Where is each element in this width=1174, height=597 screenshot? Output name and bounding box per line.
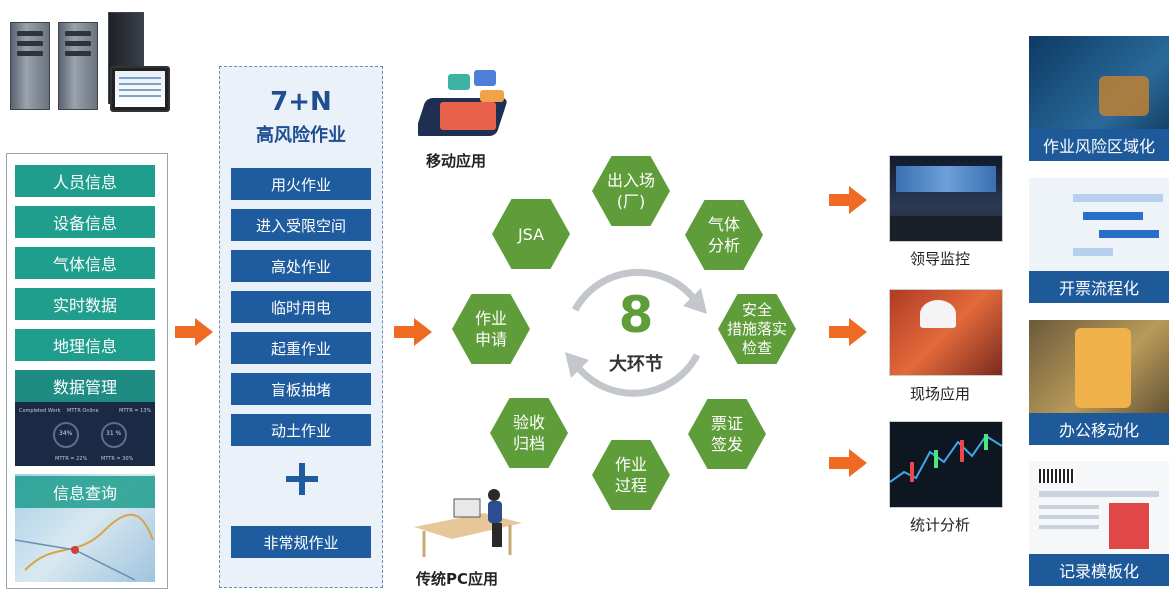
map-thumbnail: 信息查询 (15, 474, 155, 582)
cycle-arrows-icon (565, 268, 707, 397)
work-type-height[interactable]: 高处作业 (231, 250, 371, 282)
source-item-realtime[interactable]: 实时数据 (15, 288, 155, 320)
flow-arrow-icon (829, 318, 867, 346)
feature-tile-record-template[interactable]: 记录模板化 (1029, 461, 1169, 586)
feature-label: 作业风险区域化 (1029, 129, 1169, 161)
step-safety-check[interactable]: 安全 措施落实 检查 (718, 294, 796, 364)
feature-tile-mobile-office[interactable]: 办公移动化 (1029, 320, 1169, 445)
feature-tile-risk-zoning[interactable]: 作业风险区域化 (1029, 36, 1169, 161)
work-type-excavation[interactable]: 动土作业 (231, 414, 371, 446)
source-item-data-management[interactable]: 数据管理 (15, 370, 155, 402)
dashboard-label: Completed Work (19, 408, 61, 414)
mobile-app-icon (418, 70, 507, 136)
feature-tile-permit-process[interactable]: 开票流程化 (1029, 178, 1169, 303)
output-statistics: 统计分析 (910, 516, 971, 534)
flow-arrow-icon (829, 186, 867, 214)
work-type-temp-power[interactable]: 临时用电 (231, 291, 371, 323)
source-item-geo[interactable]: 地理信息 (15, 329, 155, 361)
work-type-confined-space[interactable]: 进入受限空间 (231, 209, 371, 241)
dashboard-label: MTTR = 22% (55, 456, 88, 462)
gauge-icon (53, 422, 79, 448)
dashboard-label: MTTR Online (67, 408, 99, 414)
statistics-image (889, 421, 1003, 508)
feature-label: 记录模板化 (1029, 554, 1169, 586)
flow-arrow-icon (175, 318, 213, 346)
pc-app-icon (414, 489, 522, 557)
work-type-lifting[interactable]: 起重作业 (231, 332, 371, 364)
dashboard-label: MTTR = 13% (119, 408, 152, 414)
pc-app-label: 传统PC应用 (416, 570, 499, 588)
monitor-icon (110, 66, 170, 112)
step-entry-exit[interactable]: 出入场 (厂) (592, 156, 670, 226)
dashboard-thumbnail: 数据管理 Completed Work MTTR Online MTTR = 1… (15, 370, 155, 466)
high-risk-title: 高风险作业 (256, 125, 346, 146)
high-risk-work-panel: 7+N 高风险作业 用火作业 进入受限空间 高处作业 临时用电 起重作业 盲板抽… (219, 66, 383, 588)
source-item-gas[interactable]: 气体信息 (15, 247, 155, 279)
map-roads-icon (15, 513, 154, 581)
monitoring-center-image (889, 155, 1003, 242)
gauge-icon (101, 422, 127, 448)
flow-arrow-icon (829, 449, 867, 477)
gauge-value: 31 % (106, 430, 122, 437)
work-type-blinding[interactable]: 盲板抽堵 (231, 373, 371, 405)
source-item-query[interactable]: 信息查询 (15, 476, 155, 508)
feature-label: 开票流程化 (1029, 271, 1169, 303)
feature-label: 办公移动化 (1029, 413, 1169, 445)
field-work-image (889, 289, 1003, 376)
work-type-hot-work[interactable]: 用火作业 (231, 168, 371, 200)
source-item-personnel[interactable]: 人员信息 (15, 165, 155, 197)
cycle-number: 8 (618, 286, 654, 344)
work-type-irregular[interactable]: 非常规作业 (231, 526, 371, 558)
source-item-equipment[interactable]: 设备信息 (15, 206, 155, 238)
server-tower-icon (10, 22, 50, 110)
step-work-process[interactable]: 作业 过程 (592, 440, 670, 510)
high-risk-count-title: 7+N (270, 87, 332, 117)
output-field-application: 现场应用 (910, 385, 971, 403)
step-work-application[interactable]: 作业 申请 (452, 294, 530, 364)
data-source-panel: 人员信息 设备信息 气体信息 实时数据 地理信息 数据管理 Completed … (6, 153, 168, 589)
server-tower-icon (58, 22, 98, 110)
gauge-value: 34% (59, 430, 73, 437)
plus-icon (286, 463, 318, 495)
dashboard-label: MTTR = 30% (101, 456, 134, 462)
cycle-caption: 大环节 (609, 354, 663, 375)
output-leader-monitoring: 领导监控 (910, 250, 971, 268)
mobile-app-label: 移动应用 (426, 152, 487, 170)
flow-arrow-icon (394, 318, 432, 346)
